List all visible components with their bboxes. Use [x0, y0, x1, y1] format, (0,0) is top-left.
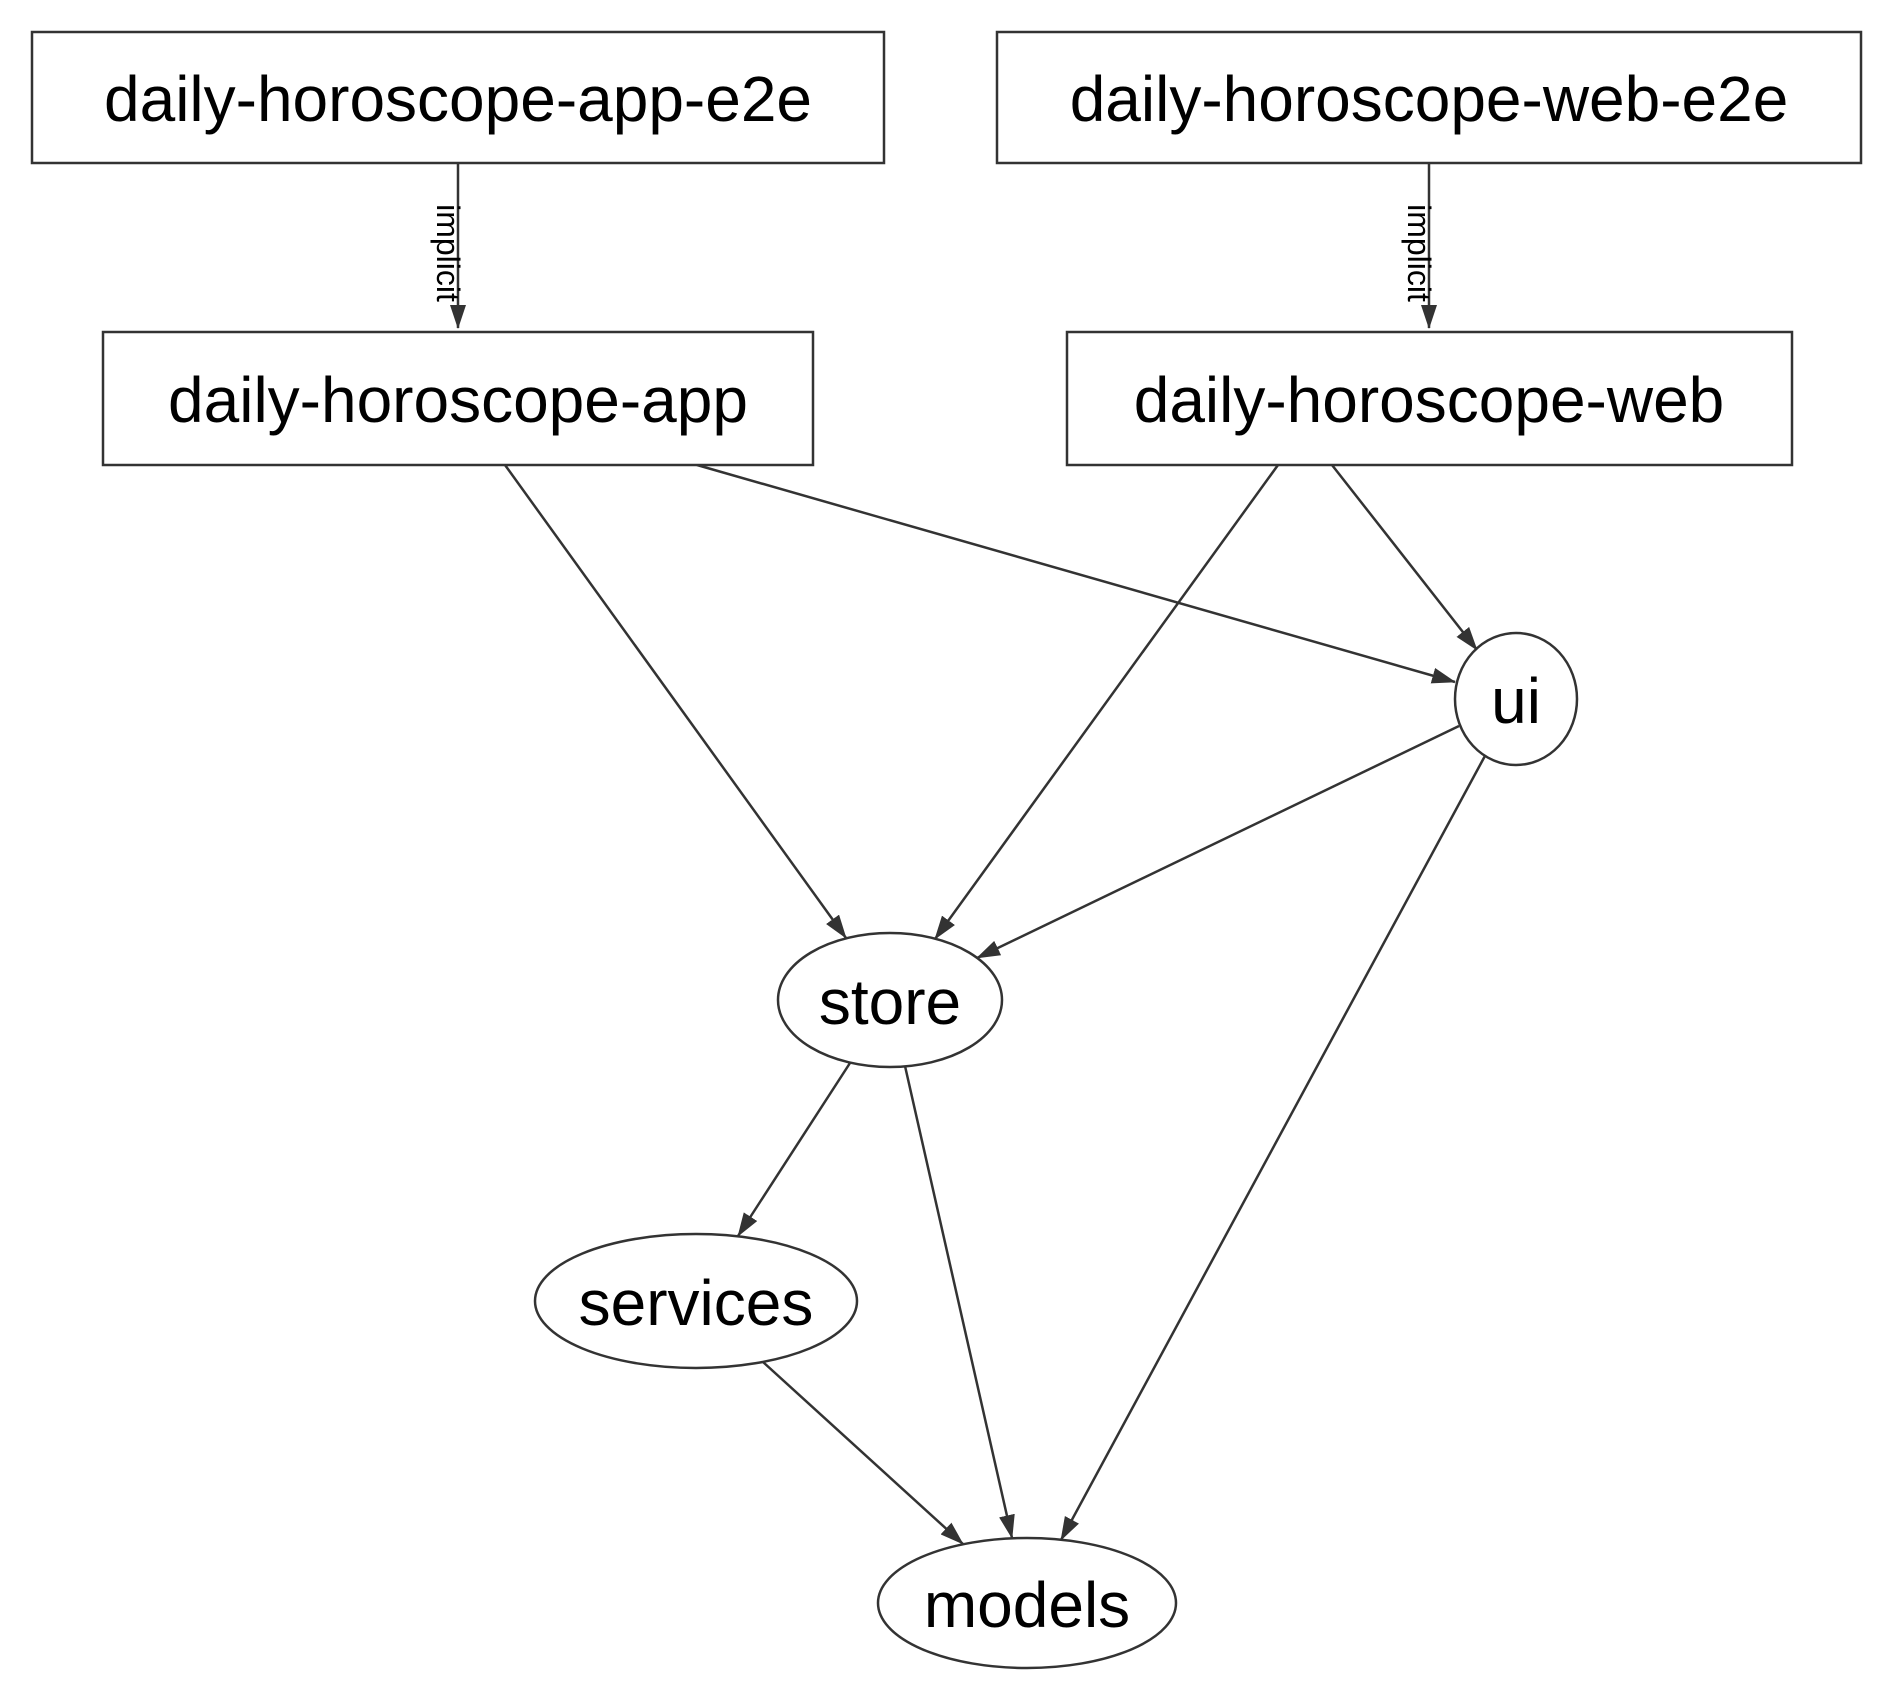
node-label: services — [579, 1267, 814, 1339]
edge-line — [933, 464, 1280, 940]
node-label: store — [819, 966, 961, 1038]
node-daily-horoscope-app-e2e: daily-horoscope-app-e2e — [30, 30, 886, 165]
edge-line — [976, 724, 1460, 960]
node-ellipse — [776, 931, 1004, 1069]
edge-web-to-store — [933, 464, 1280, 940]
edge-app-e2e-to-app: implicit — [430, 163, 466, 329]
edge-line — [736, 1062, 852, 1237]
node-box — [995, 30, 1863, 165]
edge-store-to-services — [736, 1062, 852, 1237]
node-ellipse — [1453, 631, 1579, 767]
node-label: daily-horoscope-web-e2e — [1070, 63, 1789, 135]
edge-label-implicit: implicit — [1401, 204, 1437, 302]
edge-app-to-store — [503, 464, 848, 939]
edge-line — [1059, 753, 1488, 1541]
node-label: daily-horoscope-app — [168, 364, 748, 436]
node-box — [30, 30, 886, 165]
edge-ui-to-store — [976, 724, 1460, 960]
edge-line — [762, 1361, 964, 1545]
node-models: models — [876, 1536, 1178, 1670]
edge-web-to-ui — [1331, 464, 1478, 651]
node-label: models — [924, 1569, 1130, 1641]
edge-web-e2e-to-web: implicit — [1401, 163, 1437, 329]
node-services: services — [533, 1232, 859, 1370]
node-daily-horoscope-web: daily-horoscope-web — [1065, 330, 1794, 467]
node-ui: ui — [1453, 631, 1579, 767]
node-daily-horoscope-web-e2e: daily-horoscope-web-e2e — [995, 30, 1863, 165]
node-box — [1065, 330, 1794, 467]
node-label: daily-horoscope-web — [1134, 364, 1725, 436]
edge-line — [696, 463, 1456, 684]
edge-ui-to-models — [1059, 753, 1488, 1541]
node-ellipse — [533, 1232, 859, 1370]
edge-line — [1331, 464, 1478, 651]
node-label: ui — [1491, 665, 1541, 737]
edge-app-to-ui — [696, 463, 1456, 684]
edge-services-to-models — [762, 1361, 964, 1545]
edge-store-to-models — [903, 1065, 1015, 1539]
edge-label-implicit: implicit — [430, 204, 466, 302]
node-daily-horoscope-app: daily-horoscope-app — [101, 330, 815, 467]
edge-line — [503, 464, 848, 939]
node-ellipse — [876, 1536, 1178, 1670]
edge-line — [903, 1065, 1015, 1539]
node-box — [101, 330, 815, 467]
node-label: daily-horoscope-app-e2e — [104, 63, 812, 135]
node-store: store — [776, 931, 1004, 1069]
